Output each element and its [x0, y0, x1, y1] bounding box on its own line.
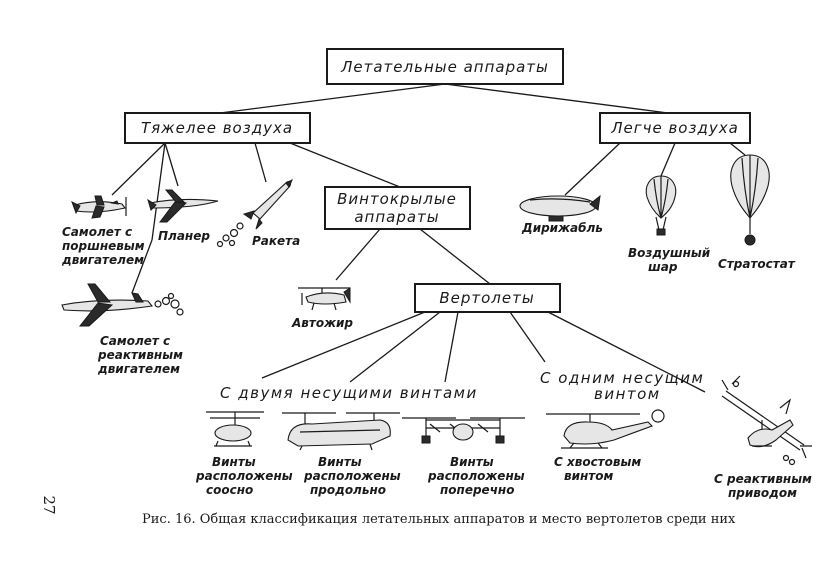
tandem-label-1: Винты: [318, 455, 362, 469]
transverse-label-2: расположены: [427, 469, 525, 483]
piston-plane-label: Самолет с поршневым двигателем: [61, 225, 145, 267]
edge-root-lighter: [444, 83, 669, 114]
jet-drive-label-2: приводом: [728, 486, 797, 500]
edge-heli-jet: [547, 311, 706, 393]
node-heavier: Тяжелее воздуха: [124, 112, 311, 144]
edge-rotorcraft-autogyro: [335, 228, 381, 281]
coaxial-helicopter-icon: [206, 411, 264, 447]
jet-plane-icon: [61, 283, 184, 327]
jet-plane-label-2: реактивным: [97, 348, 183, 362]
edge-root-heavier: [219, 83, 446, 114]
edge-heli-tandem: [349, 311, 441, 383]
transverse-label-3: поперечно: [440, 483, 514, 497]
stratostat-icon: [730, 154, 770, 246]
piston-plane-label-1: Самолет с: [62, 225, 132, 239]
tail-rotor-label-2: винтом: [564, 469, 613, 483]
transverse-label-1: Винты: [450, 455, 494, 469]
jet-plane-label-1: Самолет с: [100, 334, 170, 348]
page-number: 27: [40, 495, 58, 514]
edge-heavier-rocket: [254, 142, 267, 183]
edge-lighter-airship: [564, 142, 621, 196]
edge-lighter-stratostat: [729, 142, 746, 156]
tail-rotor-helicopter-icon: [546, 409, 665, 449]
jet-plane-label-3: двигателем: [97, 362, 180, 376]
jet-plane-label: Самолет с реактивным двигателем: [97, 334, 183, 376]
node-root-label: Летательные аппараты: [340, 58, 549, 76]
piston-plane-label-3: двигателем: [61, 253, 144, 267]
tail-rotor-label: С хвостовым винтом: [554, 455, 641, 483]
node-rotorcraft-label-1: Винтокрылые: [337, 190, 457, 208]
edge-heli-transverse: [444, 311, 459, 383]
coaxial-label-1: Винты: [212, 455, 256, 469]
edge-heavier-piston: [111, 142, 166, 196]
edge-heavier-rotorcraft: [289, 142, 401, 188]
node-lighter: Легче воздуха: [599, 112, 751, 144]
coaxial-label-2: расположены: [195, 469, 293, 483]
balloon-label-1: Воздушный: [628, 246, 711, 260]
group-one-rotor-label-2: винтом: [594, 385, 661, 403]
stratostat-label: Стратостат: [718, 257, 796, 271]
edge-heavier-glider: [164, 142, 179, 187]
airship-icon: [519, 194, 601, 222]
edge-heavier-jet-a: [151, 142, 166, 241]
rocket-icon: [216, 178, 293, 248]
jet-drive-label-1: С реактивным: [714, 472, 812, 486]
jet-drive-label: С реактивным приводом: [714, 472, 812, 500]
node-helicopters: Вертолеты: [414, 283, 561, 313]
autogyro-label: Автожир: [291, 316, 353, 330]
node-rotorcraft-label-2: аппараты: [354, 208, 439, 226]
node-root: Летательные аппараты: [326, 48, 564, 85]
node-lighter-label: Легче воздуха: [610, 119, 739, 137]
coaxial-label: Винты расположены соосно: [195, 455, 293, 497]
tandem-helicopter-icon: [282, 412, 400, 451]
edge-heli-tail: [509, 311, 546, 363]
airship-label: Дирижабль: [521, 221, 603, 235]
edge-rotorcraft-helicopters: [419, 228, 491, 285]
rocket-label: Ракета: [252, 234, 300, 248]
glider-label: Планер: [158, 229, 210, 243]
figure-caption: Рис. 16. Общая классификация летательных…: [142, 512, 736, 527]
node-rotorcraft: Винтокрылые аппараты: [324, 186, 471, 230]
tandem-label: Винты расположены продольно: [303, 455, 401, 497]
connectors: [111, 83, 746, 393]
tail-rotor-label-1: С хвостовым: [554, 455, 641, 469]
coaxial-label-3: соосно: [206, 483, 253, 497]
piston-plane-label-2: поршневым: [62, 239, 145, 253]
edge-lighter-balloon: [660, 142, 676, 177]
tandem-label-2: расположены: [303, 469, 401, 483]
node-heavier-label: Тяжелее воздуха: [141, 119, 293, 137]
balloon-icon: [645, 175, 677, 236]
balloon-label-2: шар: [648, 260, 678, 274]
piston-plane-icon: [71, 195, 127, 219]
transverse-label: Винты расположены поперечно: [427, 455, 525, 497]
jet-drive-helicopter-icon: [721, 375, 812, 466]
tandem-label-3: продольно: [310, 483, 386, 497]
glider-icon: [147, 189, 219, 223]
group-one-rotor-label-1: С одним несущим: [540, 369, 704, 387]
node-helicopters-label: Вертолеты: [439, 289, 534, 307]
edge-heavier-jet-b: [131, 239, 153, 294]
group-two-rotors-label: С двумя несущими винтами: [220, 384, 478, 402]
transverse-helicopter-icon: [402, 417, 525, 444]
autogyro-icon: [298, 287, 351, 311]
edge-heli-coaxial: [261, 311, 426, 379]
balloon-label: Воздушный шар: [628, 246, 711, 274]
